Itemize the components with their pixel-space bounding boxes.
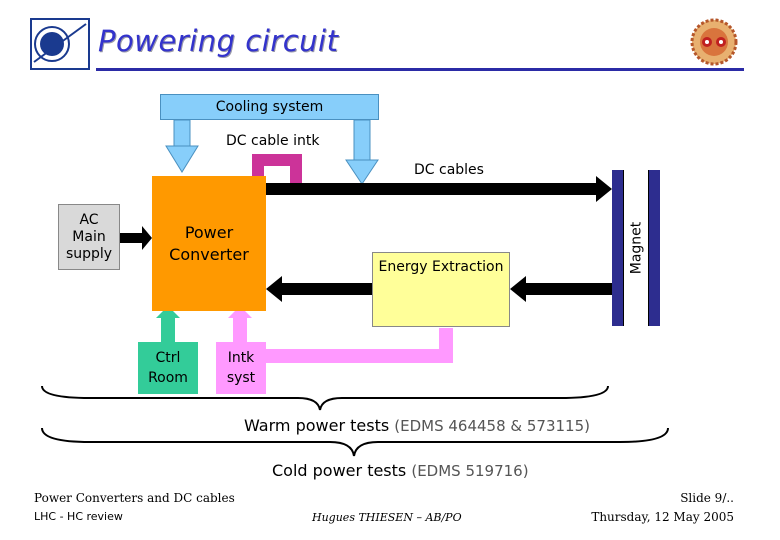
- cold-power-tests-label: Cold power tests: [272, 461, 407, 480]
- energy-extraction-label: Energy Extraction: [378, 259, 504, 275]
- dc-cable-top-arrowhead: [596, 176, 612, 202]
- dc-cable-bottom-left-arrowhead: [266, 276, 282, 302]
- warm-power-tests-label: Warm power tests: [244, 416, 390, 435]
- intk-syst-label: Intk syst: [226, 350, 256, 386]
- energy-extraction-box: Energy Extraction: [372, 252, 510, 327]
- power-converter-label: Power Converter: [169, 222, 249, 264]
- footer-author: Hugues THIESEN – AB/PO: [312, 511, 462, 524]
- warm-tests-brace: [41, 385, 609, 411]
- cooling-arrow-left: [165, 119, 199, 173]
- ctrl-room-box: Ctrl Room: [138, 342, 198, 394]
- ac-main-supply-box: AC Main supply: [58, 204, 120, 270]
- intk-arrowhead: [228, 306, 252, 318]
- cooling-system-box: Cooling system: [160, 94, 379, 120]
- footer-slide: Slide 9/..: [680, 491, 734, 505]
- dc-cable-top: [266, 183, 596, 195]
- power-converter-box: Power Converter: [152, 176, 266, 311]
- footer-date: Thursday, 12 May 2005: [591, 510, 734, 524]
- title-underline: [96, 68, 744, 71]
- cern-logo: [30, 18, 90, 70]
- dc-cable-intk-link: [252, 154, 302, 186]
- magnet-label: Magnet: [628, 221, 644, 275]
- page-title: Powering circuit: [98, 24, 339, 58]
- intk-arrow-shaft: [233, 316, 247, 342]
- cooling-system-label: Cooling system: [215, 99, 324, 115]
- ac-arrow: [120, 233, 142, 243]
- cold-power-tests-ref: (EDMS 519716): [411, 462, 529, 480]
- dc-cable-bottom-left: [282, 283, 372, 295]
- warm-power-tests-ref: (EDMS 464458 & 573115): [394, 417, 590, 435]
- dc-cable-intk-label: DC cable intk: [226, 133, 320, 149]
- ctrl-arrow-shaft: [161, 316, 175, 342]
- warm-power-tests-caption: Warm power tests (EDMS 464458 & 573115): [244, 416, 590, 435]
- magnet-box: Magnet: [612, 170, 660, 326]
- ctrl-arrowhead: [156, 306, 180, 318]
- intk-syst-box: Intk syst: [216, 342, 266, 394]
- ctrl-room-label: Ctrl Room: [148, 350, 188, 386]
- dc-cable-bottom-right: [526, 283, 612, 295]
- footer-line2: LHC - HC review: [34, 510, 123, 523]
- intk-to-extraction-link: [266, 328, 453, 363]
- cold-tests-brace: [41, 427, 669, 457]
- footer-line1: Power Converters and DC cables: [34, 491, 235, 505]
- dc-cable-bottom-right-arrowhead: [510, 276, 526, 302]
- cold-power-tests-caption: Cold power tests (EDMS 519716): [272, 461, 529, 480]
- cooling-arrow-right: [345, 119, 379, 185]
- ac-arrowhead: [142, 226, 152, 250]
- lhc-logo: [690, 18, 738, 66]
- dc-cables-label: DC cables: [414, 162, 484, 178]
- ac-main-supply-label: AC Main supply: [65, 211, 113, 262]
